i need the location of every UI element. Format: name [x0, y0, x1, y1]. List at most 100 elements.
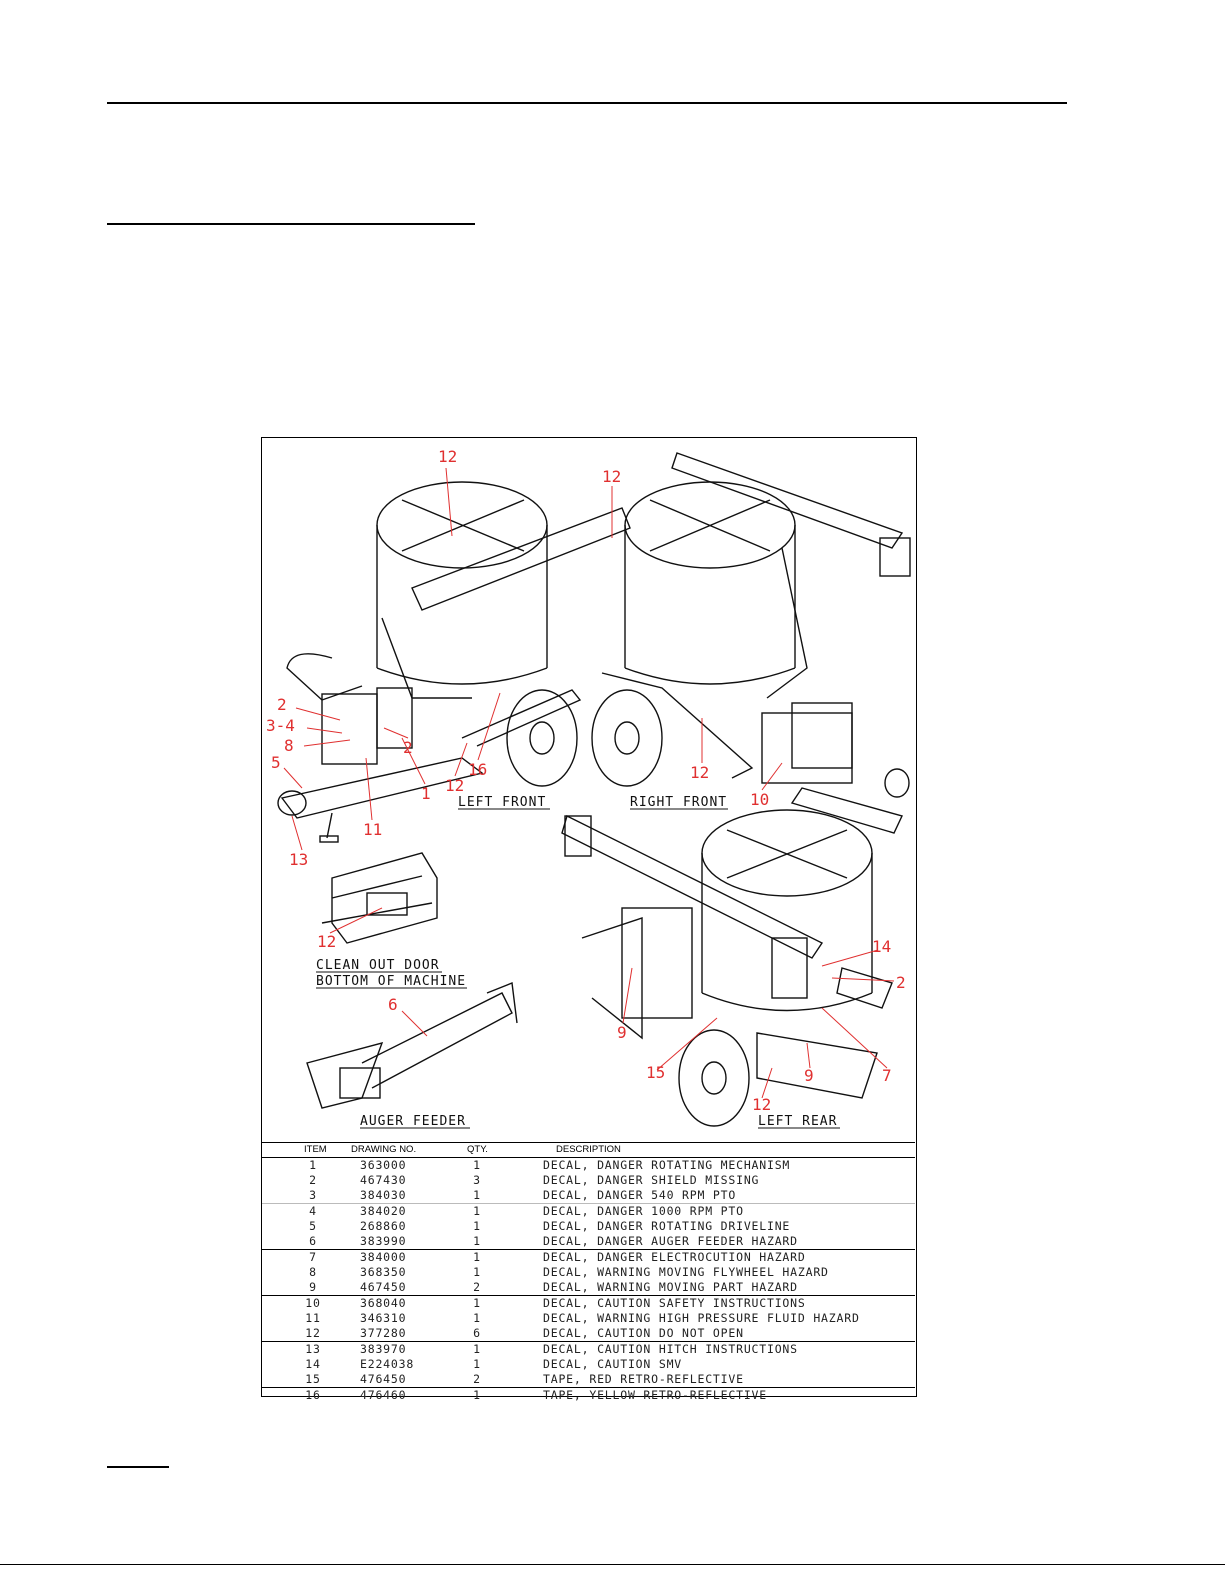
cell-drawing-no: 476450 — [360, 1372, 407, 1386]
header-item: ITEM — [304, 1144, 327, 1155]
callout-item-12: 12 — [438, 447, 457, 466]
left-rear-view-sketch — [561, 809, 893, 1127]
cell-item: 7 — [309, 1250, 317, 1264]
cell-description: DECAL, DANGER ROTATING DRIVELINE — [543, 1219, 791, 1233]
right-front-view-sketch — [591, 452, 911, 834]
cell-drawing-no: 384030 — [360, 1188, 407, 1202]
cell-drawing-no: 467430 — [360, 1173, 407, 1187]
cell-qty: 1 — [473, 1204, 481, 1218]
view-label-cleanout-2: BOTTOM OF MACHINE — [316, 974, 466, 989]
cell-description: DECAL, WARNING MOVING FLYWHEEL HAZARD — [543, 1265, 829, 1279]
left-front-view-sketch — [277, 481, 631, 843]
cell-drawing-no: 377280 — [360, 1326, 407, 1340]
callout-item-2: 2 — [403, 738, 413, 757]
callout-item-8: 8 — [284, 736, 294, 755]
callout-item-12: 12 — [690, 763, 709, 782]
cleanout-door-sketch — [321, 852, 438, 944]
cell-qty: 2 — [473, 1372, 481, 1386]
table-row: 8 368350 1 DECAL, WARNING MOVING FLYWHEEL H… — [262, 1265, 915, 1280]
view-label-left-rear: LEFT REAR — [758, 1114, 837, 1129]
header-drawing-no: DRAWING NO. — [351, 1144, 417, 1155]
callout-item-2: 2 — [277, 695, 287, 714]
cell-description: DECAL, WARNING MOVING PART HAZARD — [543, 1280, 798, 1294]
callout-item-12: 12 — [445, 776, 464, 795]
cell-item: 1 — [309, 1158, 317, 1172]
section-heading-rule — [107, 223, 475, 225]
header-qty: QTY. — [467, 1144, 488, 1155]
cell-drawing-no: 368350 — [360, 1265, 407, 1279]
cell-drawing-no: 383990 — [360, 1234, 407, 1248]
parts-table-header: ITEM DRAWING NO. QTY. DESCRIPTION — [262, 1142, 915, 1158]
cell-item: 8 — [309, 1265, 317, 1279]
cell-drawing-no: 467450 — [360, 1280, 407, 1294]
cell-drawing-no: 384000 — [360, 1250, 407, 1264]
header-description: DESCRIPTION — [556, 1144, 621, 1155]
cell-item: 9 — [309, 1280, 317, 1294]
callout-item-14: 14 — [872, 937, 891, 956]
cell-item: 15 — [305, 1372, 321, 1386]
cell-drawing-no: 383970 — [360, 1342, 407, 1356]
callout-item-1: 1 — [421, 784, 431, 803]
cell-description: DECAL, DANGER 540 RPM PTO — [543, 1188, 737, 1202]
callout-item-9: 9 — [804, 1066, 814, 1085]
cell-drawing-no: 363000 — [360, 1158, 407, 1172]
cell-item: 13 — [305, 1342, 321, 1356]
cell-qty: 1 — [473, 1388, 481, 1402]
cell-description: DECAL, CAUTION SMV — [543, 1357, 683, 1371]
cell-qty: 6 — [473, 1326, 481, 1340]
view-label-auger-feeder: AUGER FEEDER — [360, 1114, 466, 1129]
cell-description: TAPE, RED RETRO-REFLECTIVE — [543, 1372, 744, 1386]
cell-item: 6 — [309, 1234, 317, 1248]
cell-item: 3 — [309, 1188, 317, 1202]
cell-item: 5 — [309, 1219, 317, 1233]
table-row: 15 476450 2 TAPE, RED RETRO-REFLECTIVE — [262, 1372, 915, 1388]
cell-qty: 1 — [473, 1250, 481, 1264]
auger-feeder-sketch — [306, 982, 518, 1109]
callout-item-5: 5 — [271, 753, 281, 772]
callout-item-12: 12 — [602, 467, 621, 486]
view-label-left-front: LEFT FRONT — [458, 795, 546, 810]
callout-item-12: 12 — [317, 932, 336, 951]
callout-item-9: 9 — [617, 1023, 627, 1042]
cell-description: DECAL, CAUTION DO NOT OPEN — [543, 1326, 744, 1340]
cell-item: 14 — [305, 1357, 321, 1371]
callout-item-11: 11 — [363, 820, 382, 839]
callout-item-7: 7 — [882, 1066, 892, 1085]
cell-description: DECAL, DANGER AUGER FEEDER HAZARD — [543, 1234, 798, 1248]
callout-item-2: 2 — [896, 973, 906, 992]
cell-qty: 1 — [473, 1296, 481, 1310]
callout-item-10: 10 — [750, 790, 769, 809]
cell-description: DECAL, DANGER ELECTROCUTION HAZARD — [543, 1250, 806, 1264]
cell-qty: 1 — [473, 1265, 481, 1279]
table-row: 5 268860 1 DECAL, DANGER ROTATING DRIVELINE — [262, 1219, 915, 1234]
header-rule — [107, 102, 1067, 104]
table-row: 7 384000 1 DECAL, DANGER ELECTROCUTION HAZA… — [262, 1250, 915, 1265]
callout-item-13: 13 — [289, 850, 308, 869]
cell-qty: 1 — [473, 1311, 481, 1325]
cell-description: DECAL, DANGER 1000 RPM PTO — [543, 1204, 744, 1218]
cell-description: TAPE, YELLOW RETRO-REFLECTIVE — [543, 1388, 767, 1402]
cell-qty: 2 — [473, 1280, 481, 1294]
cell-description: DECAL, WARNING HIGH PRESSURE FLUID HAZAR… — [543, 1311, 860, 1325]
cell-drawing-no: E224038 — [360, 1357, 415, 1371]
cell-qty: 1 — [473, 1219, 481, 1233]
cell-item: 10 — [305, 1296, 321, 1310]
cell-qty: 1 — [473, 1188, 481, 1202]
view-label-cleanout-1: CLEAN OUT DOOR — [316, 958, 440, 973]
cell-item: 2 — [309, 1173, 317, 1187]
cell-drawing-no: 268860 — [360, 1219, 407, 1233]
cell-qty: 1 — [473, 1357, 481, 1371]
machine-drawing: LEFT FRONT RIGHT FRONT CLEAN OUT DOOR BO… — [262, 438, 915, 1142]
cell-description: DECAL, CAUTION SAFETY INSTRUCTIONS — [543, 1296, 806, 1310]
cell-description: DECAL, CAUTION HITCH INSTRUCTIONS — [543, 1342, 798, 1356]
cell-qty: 3 — [473, 1173, 481, 1187]
